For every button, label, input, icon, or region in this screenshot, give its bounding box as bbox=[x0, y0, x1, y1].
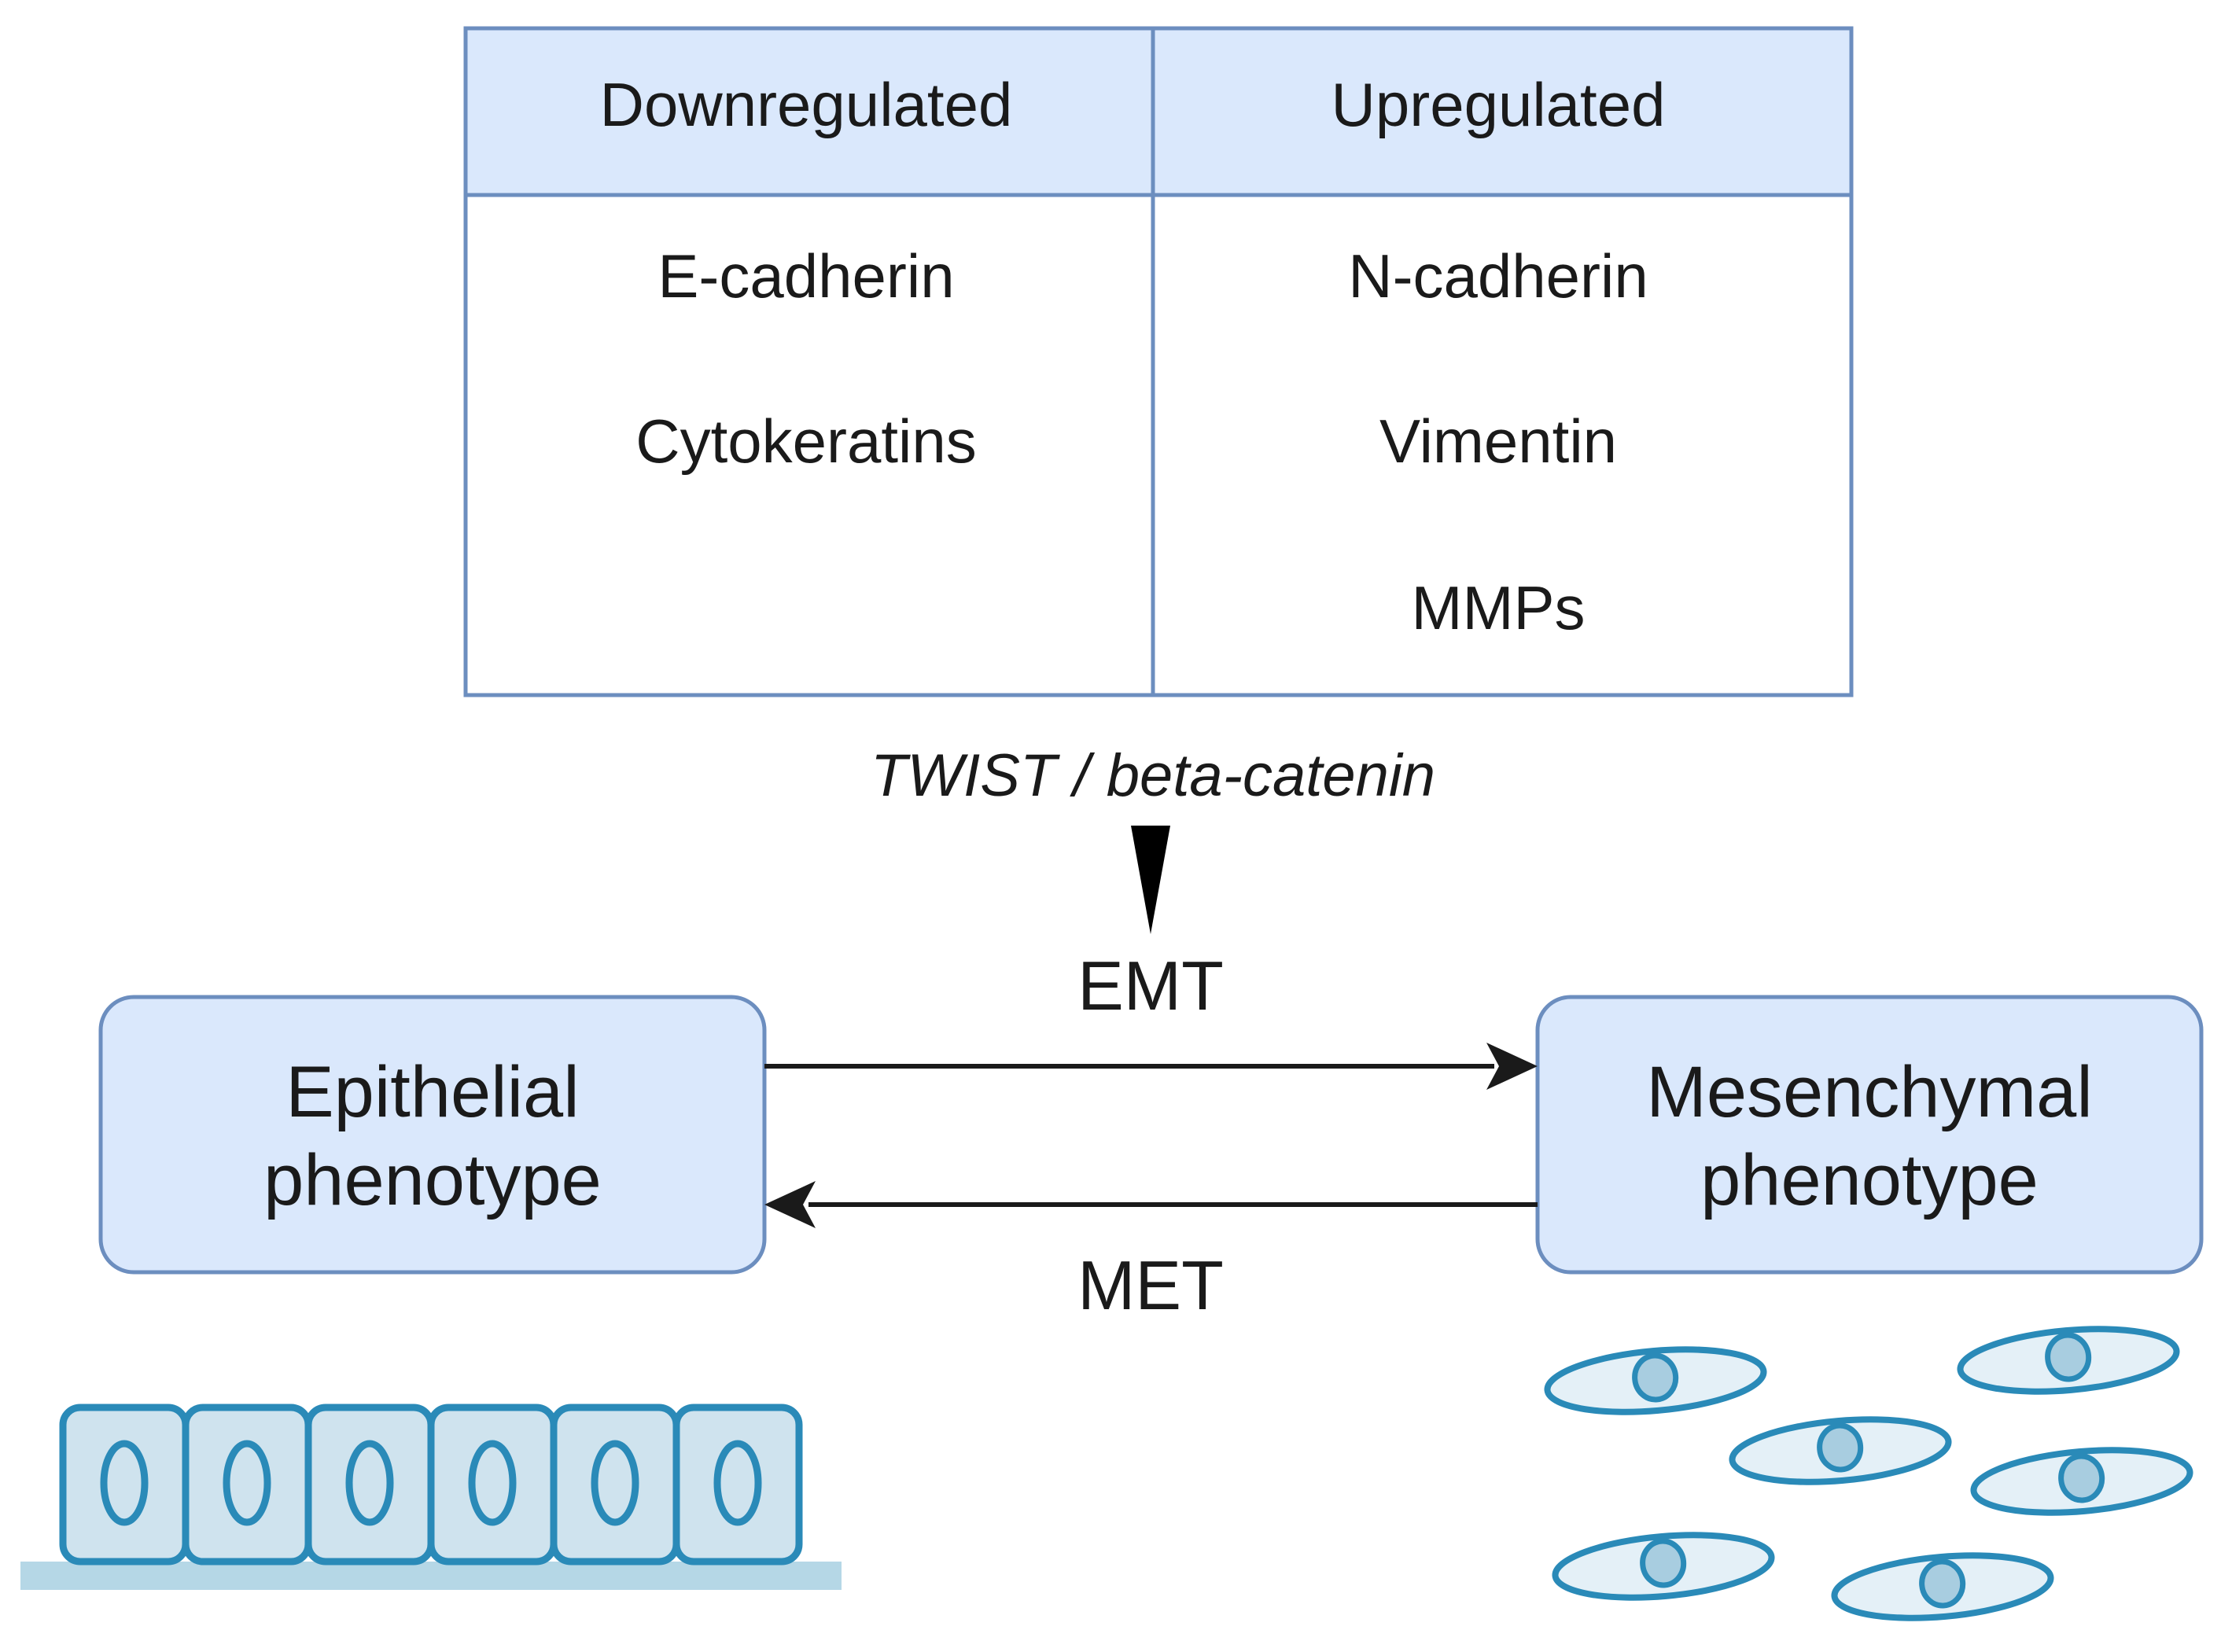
upregulated-item: Vimentin bbox=[1379, 407, 1617, 476]
mesenchymal-cell bbox=[1729, 1416, 1952, 1485]
emt-label: EMT bbox=[1077, 947, 1224, 1025]
upregulated-item: N-cadherin bbox=[1348, 241, 1648, 311]
basement-membrane bbox=[20, 1562, 842, 1590]
cell-nucleus bbox=[1640, 1538, 1687, 1588]
mesenchymal-label-line2: phenotype bbox=[1700, 1140, 2039, 1220]
cell-nucleus bbox=[1919, 1558, 1966, 1609]
mesenchymal-box: Mesenchymal phenotype bbox=[1535, 995, 2204, 1275]
cell-nucleus bbox=[713, 1440, 762, 1526]
mesenchymal-cell bbox=[1957, 1326, 2180, 1395]
cell-nucleus bbox=[2058, 1453, 2105, 1503]
met-label: MET bbox=[1077, 1246, 1224, 1324]
epithelial-cells bbox=[20, 1404, 842, 1590]
mesenchymal-cell bbox=[1831, 1552, 2054, 1621]
epithelial-cell bbox=[427, 1404, 558, 1566]
header-downregulated: Downregulated bbox=[600, 70, 1013, 139]
cell-nucleus bbox=[223, 1440, 271, 1526]
cell-nucleus bbox=[1817, 1422, 1864, 1473]
epithelial-cell bbox=[672, 1404, 803, 1566]
epithelial-box: Epithelial phenotype bbox=[98, 995, 767, 1275]
cell-nucleus bbox=[1632, 1352, 1679, 1403]
downregulated-item: E-cadherin bbox=[657, 241, 954, 311]
table-header-background bbox=[466, 28, 1851, 195]
epithelial-cell bbox=[59, 1404, 190, 1566]
cell-nucleus bbox=[591, 1440, 639, 1526]
mesenchymal-cell bbox=[1970, 1447, 2193, 1516]
epithelial-label-line1: Epithelial bbox=[285, 1052, 579, 1132]
downregulated-item: Cytokeratins bbox=[635, 407, 977, 476]
cell-nucleus bbox=[345, 1440, 394, 1526]
regulator-arrowhead bbox=[1131, 826, 1170, 934]
epithelial-cell bbox=[550, 1404, 680, 1566]
header-upregulated: Upregulated bbox=[1331, 70, 1666, 139]
cell-nucleus bbox=[468, 1440, 517, 1526]
cell-nucleus bbox=[100, 1440, 149, 1526]
epithelial-cell bbox=[182, 1404, 312, 1566]
mesenchymal-cell bbox=[1552, 1532, 1775, 1601]
table-border bbox=[463, 26, 1854, 697]
mesenchymal-label-line1: Mesenchymal bbox=[1646, 1052, 2093, 1132]
regulator-label: TWIST / beta-catenin bbox=[871, 742, 1435, 809]
epithelial-label-line2: phenotype bbox=[263, 1140, 602, 1220]
upregulated-item: MMPs bbox=[1412, 573, 1586, 642]
met-arrow bbox=[764, 1181, 1538, 1228]
emt-arrow bbox=[764, 1043, 1538, 1090]
mesenchymal-cell bbox=[1544, 1346, 1767, 1415]
cell-nucleus bbox=[2045, 1332, 2092, 1382]
mesenchymal-cells bbox=[1544, 1326, 2193, 1621]
epithelial-cell bbox=[304, 1404, 435, 1566]
marker-table: Downregulated Upregulated E-cadherin Cyt… bbox=[463, 26, 1854, 697]
